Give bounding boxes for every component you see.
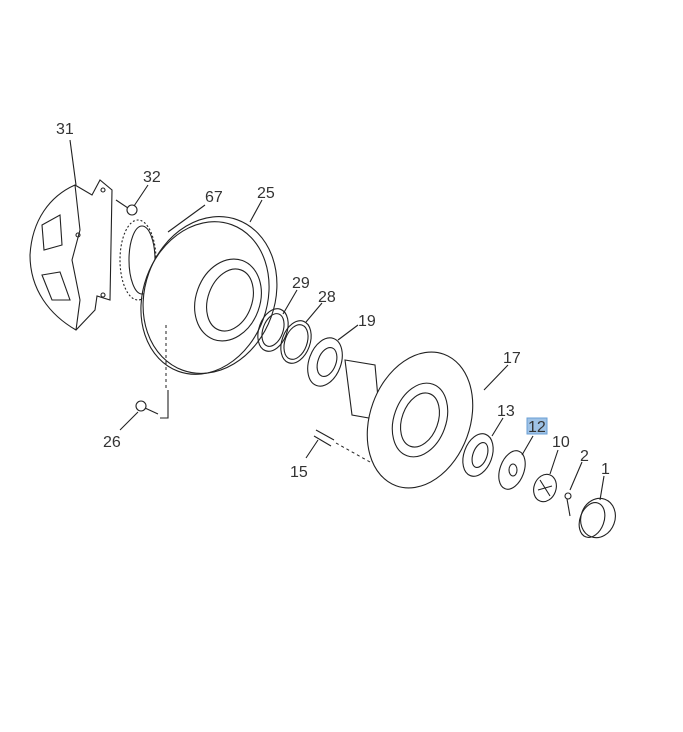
part-10-castle-nut[interactable] [530, 471, 560, 505]
part-28-ring[interactable] [275, 317, 316, 368]
part-17-hub[interactable] [344, 337, 491, 503]
callout-15[interactable]: 15 [290, 464, 308, 481]
callout-17[interactable]: 17 [503, 350, 521, 367]
part-2-cotter-pin[interactable] [564, 492, 572, 517]
callout-29[interactable]: 29 [292, 275, 310, 292]
part-13-bearing[interactable] [457, 430, 498, 481]
part-25-brake-disc[interactable] [120, 198, 298, 393]
part-32-bolt[interactable] [115, 199, 138, 216]
callout-12-highlight [526, 417, 548, 435]
callout-32[interactable]: 32 [143, 169, 161, 186]
part-26-bolt[interactable] [135, 390, 169, 419]
callout-26[interactable]: 26 [103, 434, 121, 451]
leader-lines [69, 139, 605, 501]
callout-2[interactable]: 2 [580, 448, 589, 465]
callout-1[interactable]: 1 [601, 461, 610, 478]
callout-31[interactable]: 31 [56, 121, 74, 138]
callout-67[interactable]: 67 [205, 189, 223, 206]
callout-12[interactable]: 12 [528, 419, 546, 436]
callout-13[interactable]: 13 [497, 403, 515, 420]
callout-28[interactable]: 28 [318, 289, 336, 306]
part-31-dust-shield[interactable] [29, 179, 113, 331]
part-19-bearing[interactable] [301, 333, 348, 391]
part-12-washer[interactable] [494, 447, 530, 493]
callout-19[interactable]: 19 [358, 313, 376, 330]
part-15-stud[interactable] [313, 429, 371, 463]
callout-25[interactable]: 25 [257, 185, 275, 202]
part-29-seal[interactable] [252, 305, 293, 356]
part-1-hub-cap[interactable] [575, 493, 621, 542]
callout-10[interactable]: 10 [552, 434, 570, 451]
